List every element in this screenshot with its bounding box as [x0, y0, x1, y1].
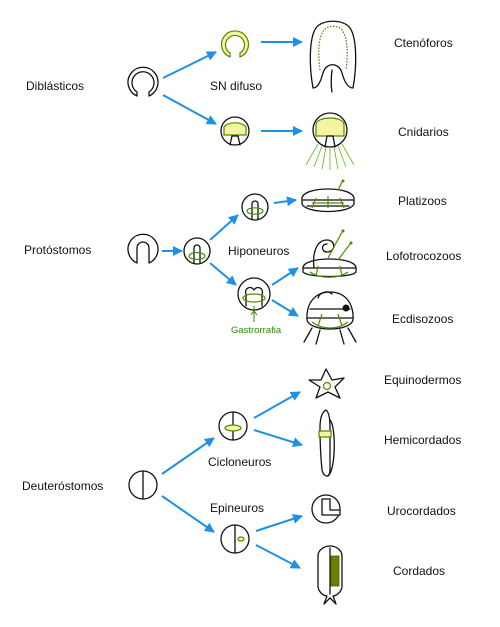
epineuro-embryo-icon — [220, 524, 250, 554]
lophotrochozoan-icon — [302, 229, 357, 278]
label-cicloneuros: Cicloneuros — [208, 455, 271, 469]
diblastic-embryo-icon — [127, 66, 159, 97]
taxon-label-ctenoforos: Ctenóforos — [394, 36, 453, 50]
taxon-label-urocordados: Urocordados — [387, 504, 456, 518]
arrow-deut-to-epineuros — [161, 495, 215, 533]
label-sn-difuso: SN difuso — [210, 79, 262, 93]
arrow-to-hemicordados — [253, 429, 303, 448]
gastrorrafia-embryo-icon — [237, 277, 271, 311]
arrow-hiponeuros-to-upper — [209, 214, 239, 241]
arrow-dip-to-lower — [162, 94, 217, 125]
arrow-hiponeuros-to-lower — [209, 262, 237, 286]
arrow-to-urocordados — [255, 514, 303, 532]
label-hiponeuros: Hiponeuros — [228, 244, 289, 258]
arrow-dip-to-upper — [162, 51, 217, 79]
taxon-label-hemicordados: Hemicordados — [384, 433, 461, 447]
protostome-embryo-icon — [127, 233, 159, 264]
hemichordate-icon — [318, 409, 335, 477]
chordate-icon — [317, 545, 343, 605]
arrow-to-platizoos — [273, 196, 297, 207]
ctenophore-embryo-icon — [220, 30, 250, 58]
urochordate-icon — [311, 494, 341, 524]
arrow-to-equinodermos — [253, 391, 301, 419]
echinoderm-icon — [308, 368, 345, 399]
cicloneuro-embryo-icon — [218, 411, 248, 441]
group-label-diblasticos: Diblásticos — [26, 79, 84, 93]
arrow-to-cordados — [255, 544, 301, 569]
hiponeuro-embryo-icon — [183, 237, 211, 265]
ecdysozoan-icon — [303, 291, 357, 345]
ctenophore-icon — [309, 20, 357, 93]
arrows — [161, 37, 303, 569]
label-gastrorrafia: Gastrorrafia — [231, 325, 282, 336]
taxon-label-equinodermos: Equinodermos — [384, 373, 461, 387]
platyzoan-icon — [301, 179, 355, 213]
taxon-label-lofotrocozoos: Lofotrocozoos — [386, 249, 461, 263]
arrow-to-ecdisozoos — [271, 299, 299, 317]
label-epineuros: Epineuros — [210, 501, 264, 515]
taxon-label-cordados: Cordados — [393, 564, 445, 578]
platyzoan-embryo-icon — [241, 193, 269, 221]
deuterostome-embryo-icon — [128, 470, 158, 500]
cnidarian-embryo-icon — [220, 116, 250, 146]
taxon-label-platizoos: Platizoos — [398, 194, 447, 208]
arrow-deut-to-cicloneuros — [161, 437, 215, 475]
taxon-label-cnidarios: Cnidarios — [398, 125, 449, 139]
group-label-protostomos: Protóstomos — [24, 243, 91, 257]
cnidarian-icon — [305, 112, 355, 170]
gastrorrafia-arrow-icon — [250, 310, 258, 322]
arrow-to-lofotrocozoos — [271, 267, 299, 286]
group-label-deuterostomos: Deuteróstomos — [22, 479, 103, 493]
taxon-label-ecdisozoos: Ecdisozoos — [392, 312, 453, 326]
